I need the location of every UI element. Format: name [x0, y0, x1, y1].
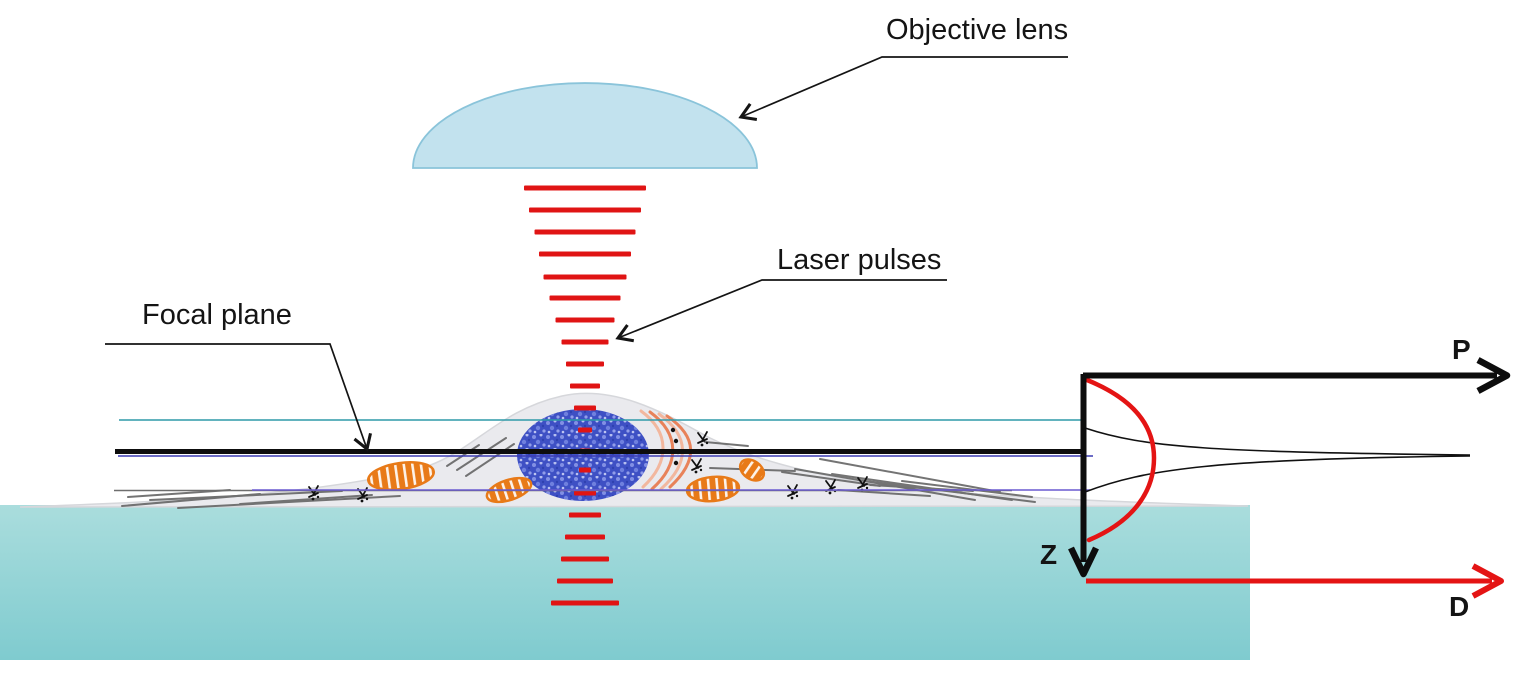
laser-pulse-dash: [574, 490, 596, 496]
er-dot: [673, 460, 679, 466]
d-arrowhead: [1471, 563, 1504, 599]
laser-pulse-dash: [574, 405, 596, 411]
centrosome-mark: [825, 479, 837, 495]
centrosome-mark: [697, 431, 709, 447]
centrosome-dot: [360, 499, 364, 503]
stress-fiber: [704, 441, 749, 447]
centrosome-dot: [865, 486, 869, 490]
centrosome-lines: [697, 431, 708, 444]
laser-pulse-dash: [534, 229, 636, 235]
centrosome-dot: [365, 497, 369, 501]
laser-pulse-dash: [555, 317, 615, 323]
laser-pulse-dash: [561, 556, 609, 562]
centrosome-dot: [700, 443, 704, 447]
objective-lens-label: Objective lens: [886, 14, 1069, 46]
laser-pulse-dash: [557, 578, 613, 584]
laser-pulse-dash: [539, 251, 631, 257]
laser-pulse-dash: [529, 207, 641, 213]
er-dot: [673, 438, 679, 444]
laser-pulse-dash: [569, 512, 601, 518]
d-axis-label: D: [1449, 591, 1470, 622]
centrosome-mark: [691, 458, 703, 474]
objective-lens: [412, 82, 758, 169]
laser-pulses-label: Laser pulses: [777, 244, 942, 276]
cavitation-profile-lower: [1084, 455, 1471, 493]
stress-fiber: [239, 494, 373, 505]
stress-fiber: [901, 480, 1033, 498]
centrosome-dot: [795, 494, 799, 498]
centrosome-mark: [857, 476, 869, 492]
z-axis-label: Z: [1040, 539, 1058, 570]
laser-pulse-dash: [570, 383, 600, 389]
centrosome-dot: [699, 468, 703, 472]
centrosome-dot: [705, 441, 709, 445]
cavitation-profile-upper: [1084, 427, 1471, 456]
laser-pulse-dash: [561, 339, 609, 345]
laser-pulse-dash: [524, 185, 646, 191]
laser-pulse-dash: [566, 361, 604, 367]
laser-pulse-dash: [565, 534, 605, 540]
objective-lens-callout: [738, 56, 1068, 122]
focal-plane-label: Focal plane: [142, 299, 292, 331]
nucleus-texture: [517, 409, 649, 501]
focal-plane-callout: [105, 343, 372, 452]
stress-fiber: [149, 490, 343, 501]
pressure-profile-curve: [1084, 377, 1157, 543]
p-arrowhead: [1476, 357, 1511, 394]
p-axis-label: P: [1452, 334, 1471, 365]
er-dot: [670, 427, 676, 433]
stress-fiber: [177, 495, 401, 509]
centrosome-lines: [691, 458, 702, 471]
laser-beam: [524, 185, 646, 606]
stress-fiber: [794, 468, 976, 501]
mitochondrion-body: [738, 458, 766, 482]
centrosome-dot: [694, 470, 698, 474]
mitochondrion-body: [367, 461, 435, 491]
er-arc: [639, 409, 665, 489]
laser-pulses-callout: [615, 279, 947, 343]
mitochondrion: [738, 458, 766, 482]
substrate: [0, 505, 1250, 660]
centrosome-dot: [790, 496, 794, 500]
laser-pulse-dash: [549, 295, 621, 301]
laser-pulse-dash: [578, 427, 592, 433]
laser-pulse-dash: [579, 467, 591, 473]
centrosome-dot: [316, 495, 320, 499]
centrosome-mark: [787, 484, 799, 500]
centrosome-lines: [857, 476, 868, 489]
stress-fiber: [819, 458, 1001, 493]
centrosome-dot: [828, 491, 832, 495]
centrosome-dot: [311, 497, 315, 501]
mitochondrion: [367, 461, 435, 491]
laser-pulse-dash: [543, 274, 627, 280]
laser-pulse-dash: [551, 600, 619, 606]
z-arrowhead: [1068, 546, 1099, 578]
